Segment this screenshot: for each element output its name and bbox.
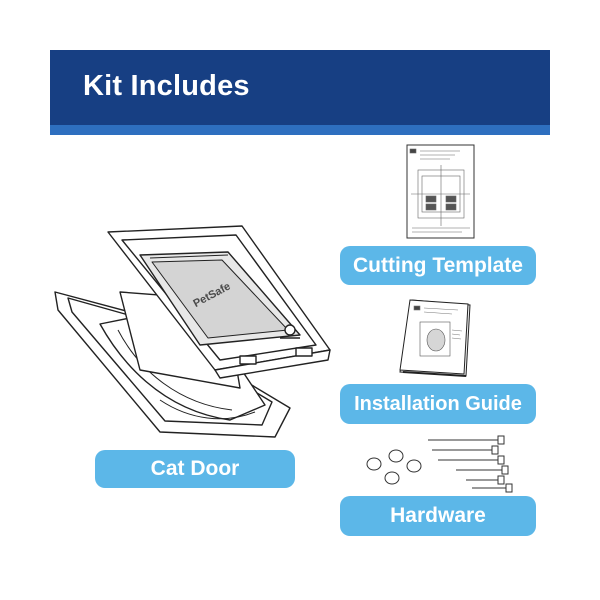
installation-guide-label: Installation Guide — [340, 384, 536, 424]
banner-title: Kit Includes — [83, 70, 250, 102]
hardware-cap-2 — [388, 449, 404, 463]
kit-includes-banner: Kit Includes — [50, 50, 550, 135]
banner-accent-stripe — [50, 125, 550, 135]
hardware-cap-1 — [366, 457, 382, 471]
cutting-template-label: Cutting Template — [340, 246, 536, 285]
hardware-label: Hardware — [340, 496, 536, 536]
hardware-cap-3 — [406, 459, 422, 473]
cat-door-label: Cat Door — [95, 450, 295, 488]
hardware-cap-4 — [384, 471, 400, 485]
